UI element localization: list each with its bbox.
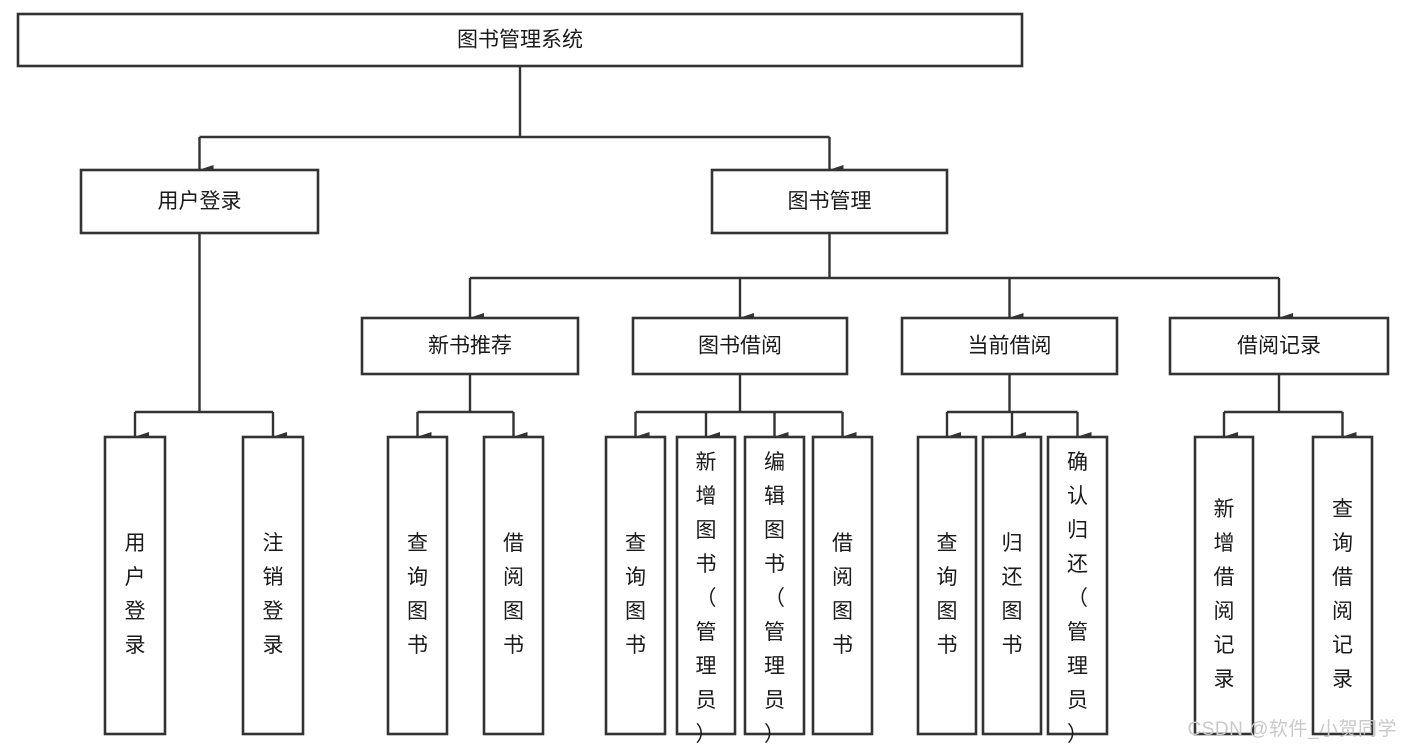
node-label-borrow-record: 借阅记录	[1237, 335, 1321, 358]
node-label-new-book-recommend: 新书推荐	[428, 335, 512, 358]
node-new-book-recommend[interactable]: 新书推荐	[360, 316, 580, 376]
node-box-borrow-query-book	[604, 435, 667, 736]
node-current-return-book[interactable]: 归还图书	[981, 435, 1043, 736]
node-label-user-login: 用户登录	[158, 190, 242, 213]
node-current-query-book[interactable]: 查询图书	[916, 435, 978, 736]
node-box-borrow-add-book	[675, 435, 737, 736]
node-label-record-query: 查询借阅记录	[1332, 498, 1353, 691]
node-box-recommend-query-book	[386, 435, 449, 736]
node-label-current-query-book: 查询图书	[937, 532, 958, 657]
node-book-borrow[interactable]: 图书借阅	[631, 316, 849, 376]
node-box-current-query-book	[916, 435, 978, 736]
node-label-user-login-leaf: 用户登录	[125, 532, 146, 657]
node-label-recommend-borrow-book: 借阅图书	[503, 532, 524, 657]
node-user-login[interactable]: 用户登录	[79, 168, 320, 235]
nodes-layer: 图书管理系统用户登录用户登录注销登录图书管理新书推荐查询图书借阅图书图书借阅查询…	[16, 12, 1390, 746]
node-box-borrow-record	[1168, 316, 1390, 376]
node-label-logout-leaf: 注销登录	[263, 532, 284, 657]
node-current-confirm-return[interactable]: 确认归还（管理员）	[1046, 435, 1109, 746]
node-label-current-confirm-return: 确认归还（管理员）	[1067, 451, 1088, 746]
node-box-record-query	[1311, 435, 1374, 736]
node-record-query[interactable]: 查询借阅记录	[1311, 435, 1374, 736]
node-box-recommend-borrow-book	[482, 435, 545, 736]
node-current-borrow[interactable]: 当前借阅	[900, 316, 1119, 376]
node-borrow-edit-book[interactable]: 编辑图书（管理员）	[743, 435, 806, 746]
node-box-root	[16, 12, 1024, 68]
node-label-current-return-book: 归还图书	[1002, 532, 1023, 657]
node-borrow-add-book[interactable]: 新增图书（管理员）	[675, 435, 737, 746]
node-box-logout-leaf	[241, 435, 305, 736]
node-label-borrow-query-book: 查询图书	[625, 532, 646, 657]
node-box-book-management	[710, 168, 949, 235]
node-logout-leaf[interactable]: 注销登录	[241, 435, 305, 736]
node-box-new-book-recommend	[360, 316, 580, 376]
node-recommend-borrow-book[interactable]: 借阅图书	[482, 435, 545, 736]
node-record-add[interactable]: 新增借阅记录	[1193, 435, 1255, 736]
node-root[interactable]: 图书管理系统	[16, 12, 1024, 68]
node-box-record-add	[1193, 435, 1255, 736]
connectors-layer	[133, 66, 1357, 442]
csdn-watermark: CSDN @软件_小贺同学	[1187, 719, 1397, 740]
node-label-borrow-borrow-book: 借阅图书	[832, 532, 853, 657]
node-box-borrow-borrow-book	[811, 435, 874, 736]
node-label-recommend-query-book: 查询图书	[407, 532, 428, 657]
node-box-current-return-book	[981, 435, 1043, 736]
node-box-user-login-leaf	[103, 435, 167, 736]
node-box-current-confirm-return	[1046, 435, 1109, 736]
node-box-user-login	[79, 168, 320, 235]
node-label-root: 图书管理系统	[457, 29, 583, 52]
node-label-book-borrow: 图书借阅	[698, 335, 782, 358]
node-label-borrow-edit-book: 编辑图书（管理员）	[764, 451, 785, 746]
node-box-current-borrow	[900, 316, 1119, 376]
node-recommend-query-book[interactable]: 查询图书	[386, 435, 449, 736]
node-borrow-query-book[interactable]: 查询图书	[604, 435, 667, 736]
node-borrow-record[interactable]: 借阅记录	[1168, 316, 1390, 376]
node-user-login-leaf[interactable]: 用户登录	[103, 435, 167, 736]
node-borrow-borrow-book[interactable]: 借阅图书	[811, 435, 874, 736]
node-label-record-add: 新增借阅记录	[1214, 498, 1235, 691]
node-book-management[interactable]: 图书管理	[710, 168, 949, 235]
node-label-borrow-add-book: 新增图书（管理员）	[696, 451, 717, 746]
node-label-book-management: 图书管理	[788, 190, 872, 213]
node-label-current-borrow: 当前借阅	[968, 335, 1052, 358]
node-box-borrow-edit-book	[743, 435, 806, 736]
node-box-book-borrow	[631, 316, 849, 376]
